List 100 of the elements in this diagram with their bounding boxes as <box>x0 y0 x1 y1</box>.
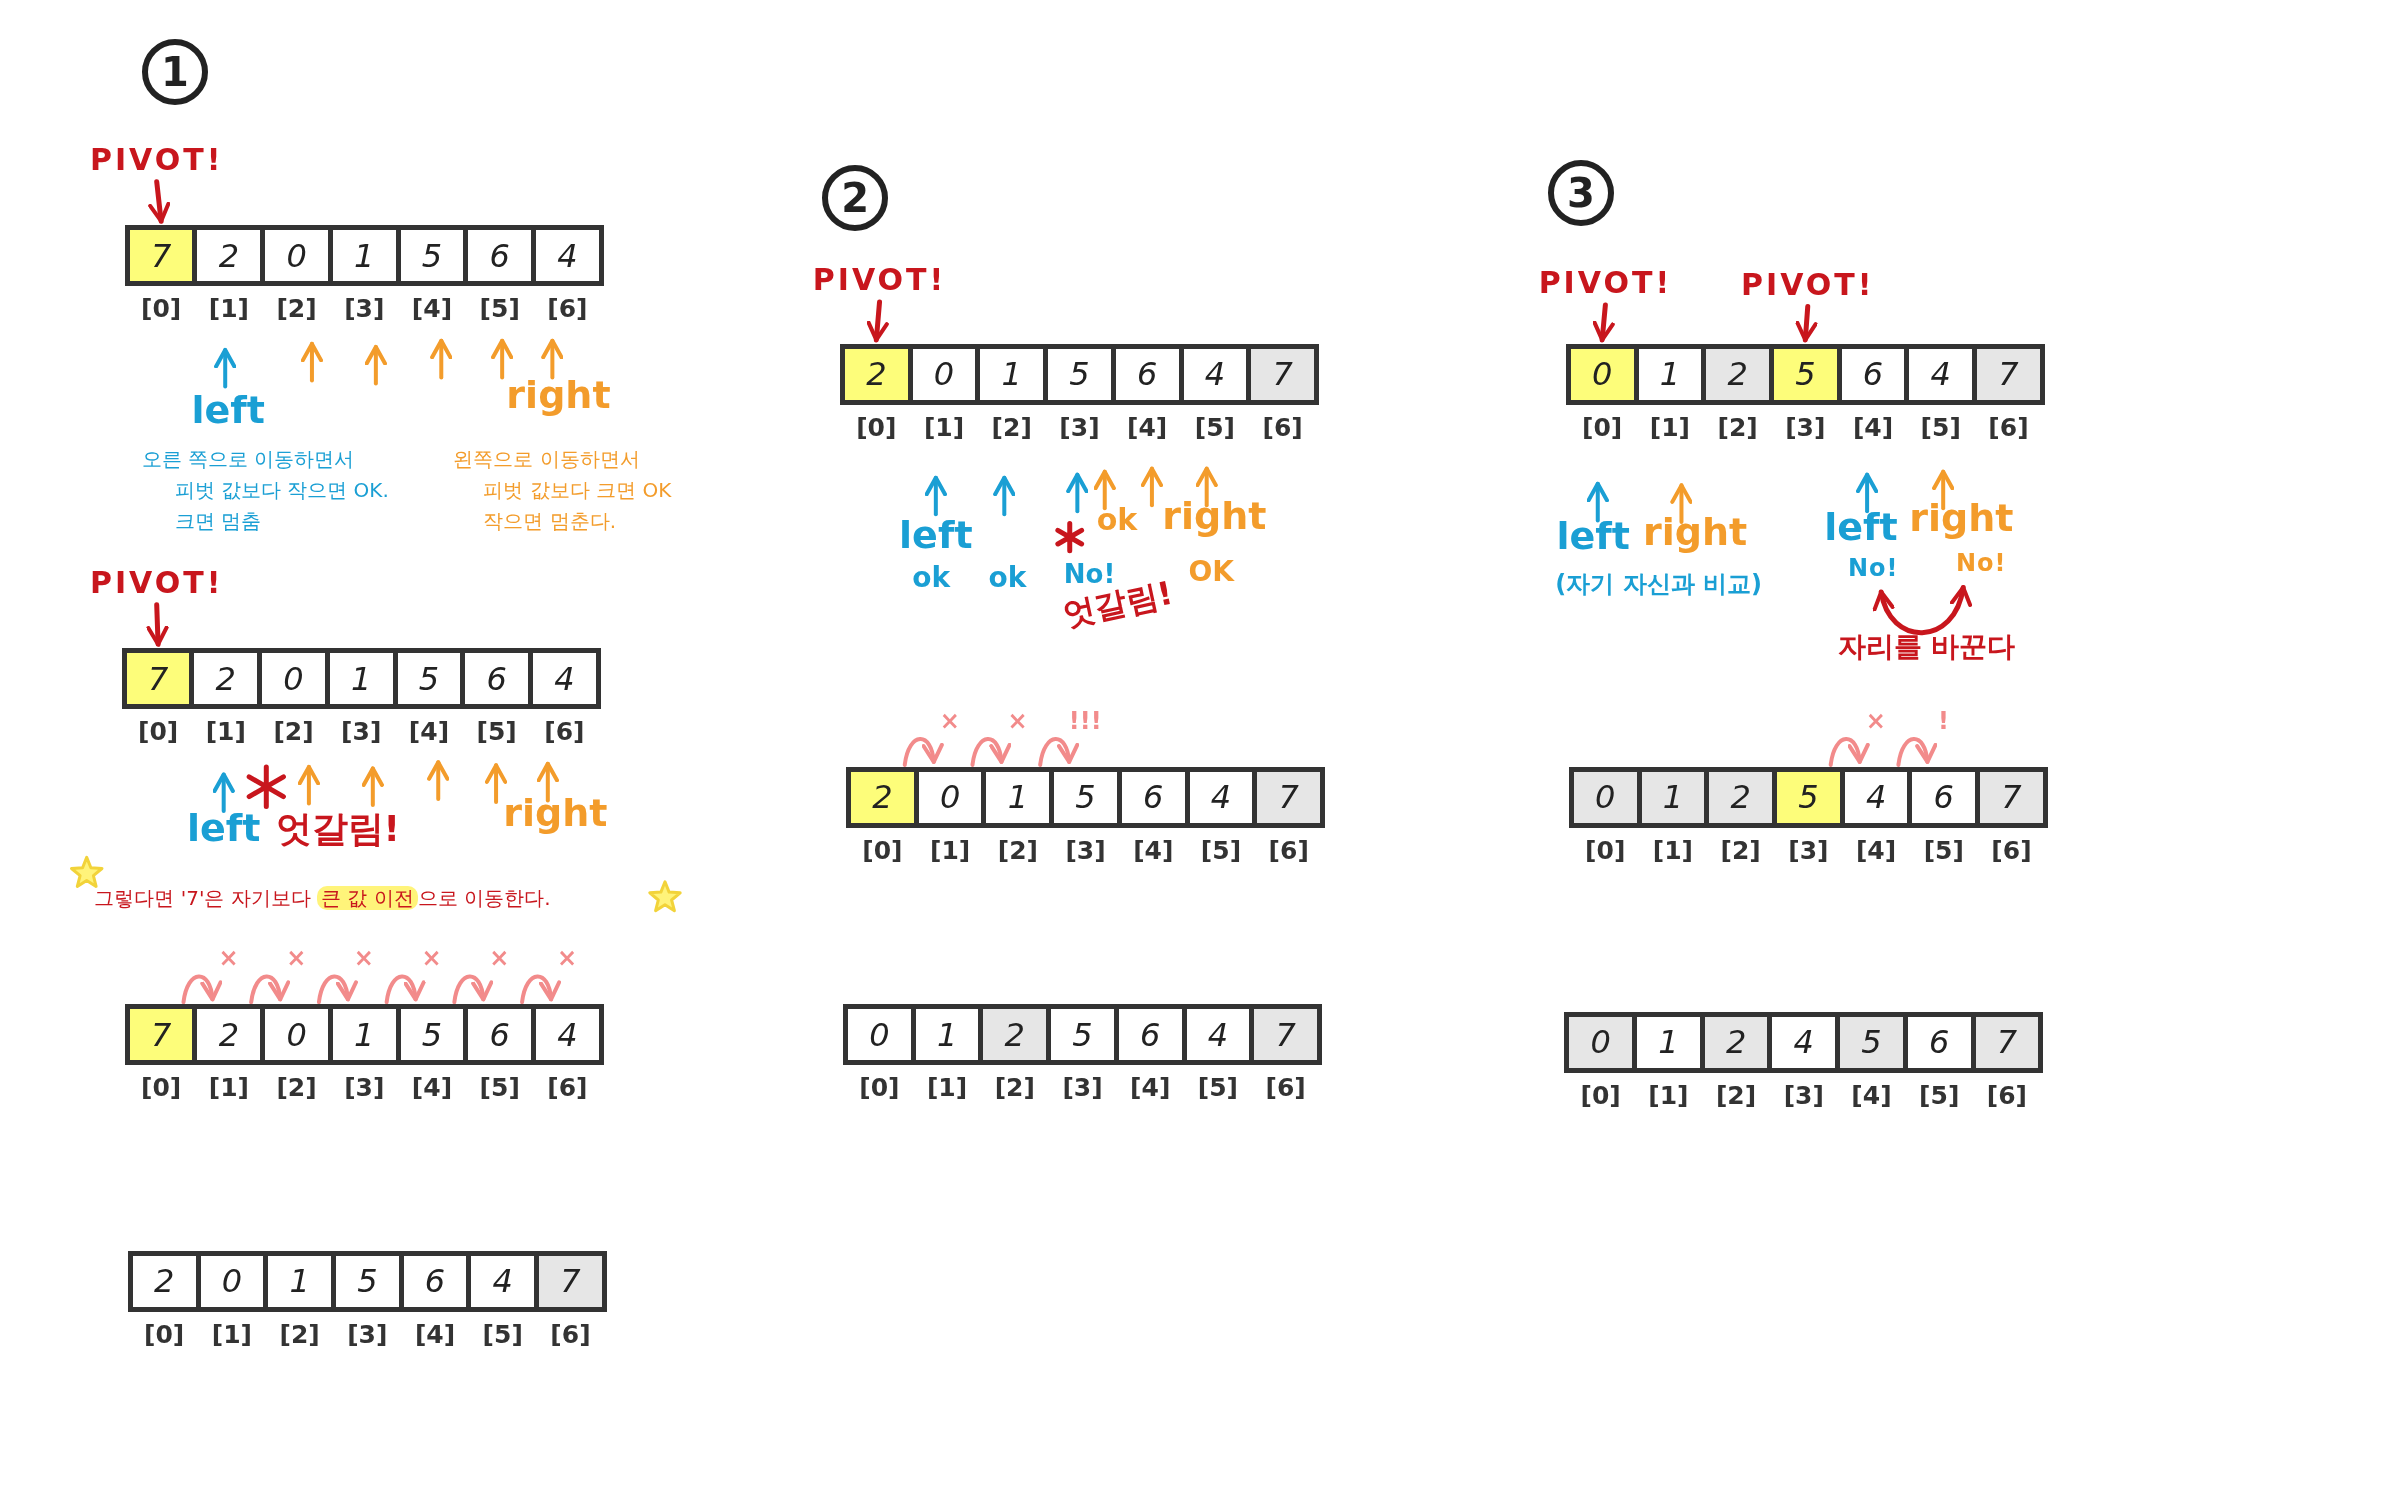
index-label: [4] <box>411 1073 453 1103</box>
note-text: 오른 쪽으로 이동하면서 피벗 값보다 작으면 OK. 크면 멈춤 <box>141 446 390 536</box>
index-label: [0] <box>137 717 179 747</box>
index-label: [1] <box>208 1073 249 1103</box>
comparison-arrow <box>181 974 222 1005</box>
index-label: [0] <box>144 1319 185 1349</box>
index-label: [2] <box>279 1319 320 1349</box>
index-label: [3] <box>1788 835 1829 865</box>
index-label: [2] <box>991 412 1032 442</box>
index-label: [3] <box>1062 1073 1103 1103</box>
handwritten-label: left <box>1556 514 1630 560</box>
index-label: [4] <box>411 294 453 324</box>
index-label: [2] <box>997 835 1038 865</box>
note-text: 왼쪽으로 이동하면서 피벗 값보다 크면 OK 작으면 멈춘다. <box>453 446 673 536</box>
index-label: [5] <box>1923 835 1964 865</box>
index-label: [0] <box>1585 835 1626 865</box>
arrow <box>148 179 171 224</box>
handwritten-label: 엇갈림! <box>275 807 400 851</box>
index-label: [0] <box>862 835 903 865</box>
handwritten-label: right <box>503 791 608 837</box>
handwritten-label: ok <box>912 561 951 596</box>
index-label: [0] <box>856 412 897 442</box>
handwritten-label: right <box>1162 494 1267 541</box>
pivot-label: PIVOT! <box>812 262 947 298</box>
index-label: [2] <box>276 294 317 324</box>
index-label: [5] <box>479 1073 520 1103</box>
comparison-arrow <box>249 974 290 1005</box>
comparison-arrow <box>1038 737 1079 767</box>
pivot-label: PIVOT! <box>1538 265 1673 302</box>
comparison-arrow <box>902 737 943 767</box>
index-label: [4] <box>1851 1080 1892 1110</box>
index-label: [5] <box>479 294 520 324</box>
index-label: [4] <box>1855 835 1897 865</box>
index-label: [6] <box>547 1073 588 1103</box>
index-label: [2] <box>273 717 314 747</box>
index-label: [0] <box>1580 1080 1621 1110</box>
index-label: [1] <box>923 412 965 442</box>
arrow <box>1592 302 1615 343</box>
note-label: No! <box>1955 548 2007 578</box>
handwritten-label: left <box>186 806 261 853</box>
index-label: [0] <box>1582 412 1623 442</box>
index-label: [5] <box>476 717 517 747</box>
index-label: [6] <box>544 717 585 747</box>
index-label: [5] <box>1200 835 1242 865</box>
arrow <box>146 602 169 647</box>
handwritten-label: left <box>1824 505 1898 551</box>
circled-number: 2 <box>822 164 889 231</box>
handwritten-label: 자리를 바꾼다 <box>1837 629 2016 664</box>
comparison-arrow <box>1896 737 1937 767</box>
handwritten-label: ok <box>1096 502 1138 539</box>
index-label: [2] <box>1715 1080 1757 1110</box>
index-label: [6] <box>1988 412 2029 442</box>
index-label: [4] <box>414 1319 456 1349</box>
handwritten-label: right <box>506 372 611 419</box>
index-label: [5] <box>1197 1073 1239 1103</box>
comparison-arrow <box>452 974 493 1005</box>
handwritten-label: left <box>191 388 265 434</box>
index-label: [5] <box>1194 412 1235 442</box>
index-label: [3] <box>341 717 382 747</box>
index-label: [4] <box>408 717 450 747</box>
index-label: [2] <box>1717 412 1758 442</box>
index-label: [6] <box>1262 412 1303 442</box>
index-label: [5] <box>482 1319 523 1349</box>
index-label: [1] <box>1652 835 1694 865</box>
handwritten-label: ok <box>988 561 1027 596</box>
index-label: [3] <box>1065 835 1106 865</box>
index-label: [2] <box>276 1073 317 1103</box>
index-label: [4] <box>1852 412 1894 442</box>
index-label: [0] <box>141 294 182 324</box>
index-label: [3] <box>1785 412 1826 442</box>
index-label: [6] <box>1265 1073 1306 1103</box>
index-label: [1] <box>1649 412 1690 442</box>
index-label: [1] <box>926 1073 968 1103</box>
handwritten-label: right <box>1909 496 2014 542</box>
index-label: [5] <box>1919 1080 1960 1110</box>
index-label: [5] <box>1920 412 1961 442</box>
pivot-label: PIVOT! <box>89 141 224 178</box>
index-label: [2] <box>1720 835 1761 865</box>
index-label: [3] <box>1783 1080 1824 1110</box>
handwritten-label: OK <box>1188 555 1234 589</box>
pivot-label: PIVOT! <box>1741 266 1875 303</box>
index-label: [3] <box>347 1319 388 1349</box>
index-label: [6] <box>1986 1080 2028 1110</box>
index-label: [0] <box>859 1073 900 1103</box>
index-label: [4] <box>1133 835 1174 865</box>
arrow <box>866 299 889 343</box>
comparison-arrow <box>316 974 357 1005</box>
handwritten-label: No! <box>1063 559 1116 590</box>
arrow <box>1795 304 1818 343</box>
note-label: No! <box>1847 553 1899 582</box>
index-label: [1] <box>208 294 249 324</box>
index-label: [1] <box>930 835 971 865</box>
note-text: 그렇다면 '7'은 자기보다 큰 값 이전으로 이동한다. <box>94 885 551 910</box>
handwritten-label: left <box>899 512 973 559</box>
handwritten-label: (자기 자신과 비교) <box>1555 569 1762 599</box>
index-label: [3] <box>1059 412 1100 442</box>
index-label: [1] <box>211 1319 252 1349</box>
pivot-label: PIVOT! <box>89 564 224 601</box>
index-label: [6] <box>1991 835 2032 865</box>
circled-number: 3 <box>1548 160 1614 227</box>
